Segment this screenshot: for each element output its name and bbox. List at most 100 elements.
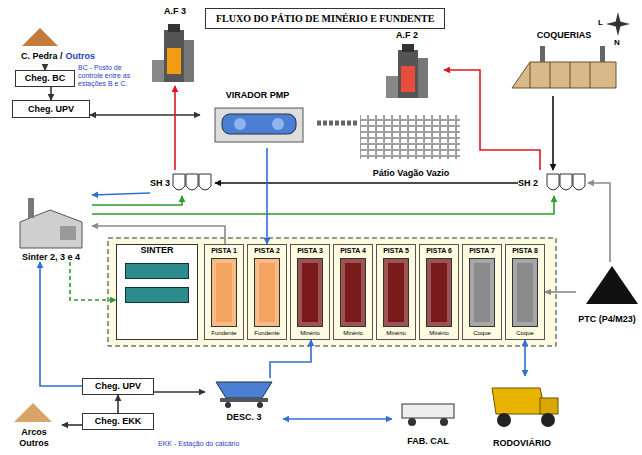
flow-connector xyxy=(92,193,150,195)
node-text: Pátio Vagão Vazio xyxy=(373,168,450,178)
flow-connector xyxy=(92,226,225,244)
sinter-pile xyxy=(125,287,189,303)
node-text: PISTA 2 xyxy=(254,247,280,255)
node-text: Cheg. EKK xyxy=(95,416,142,426)
stockpile xyxy=(426,258,452,327)
blast-furnace: A.F 3 xyxy=(140,6,210,86)
stockpile-track: PISTA 2 Fundente xyxy=(247,244,287,340)
stockpile xyxy=(383,258,409,327)
rail-track xyxy=(317,121,358,126)
node-text: SINTER xyxy=(140,245,173,255)
node-text: RODOVIÁRIO xyxy=(493,438,551,448)
note-label: L xyxy=(598,18,608,27)
flow-connector xyxy=(545,291,576,293)
node-text: PISTA 8 xyxy=(512,247,538,255)
flow-connector xyxy=(174,86,176,170)
station-box: Cheg. UPV xyxy=(12,100,90,118)
note-label: BC - Posto de controle entre as estações… xyxy=(78,64,140,88)
node-text: PTC (P4/M23) xyxy=(578,314,636,324)
node-text: Minério xyxy=(429,330,449,337)
node-text: Minério xyxy=(343,330,363,337)
node-text: SH 2 xyxy=(518,178,538,188)
node-text: Minério xyxy=(300,330,320,337)
diagram-title: FLUXO DO PÁTIO DE MINÉRIO E FUNDENTE xyxy=(205,8,445,29)
flow-connector xyxy=(444,70,540,170)
flow-connector xyxy=(154,391,205,393)
stockpile-track: PISTA 5Minério xyxy=(376,244,416,340)
node-text: A.F 2 xyxy=(396,30,418,40)
note-label: EKK - Estação do calcário xyxy=(158,440,318,448)
node-text: Outros xyxy=(66,51,96,61)
flow-connector xyxy=(283,418,392,420)
road-transport: RODOVIÁRIO xyxy=(476,376,568,448)
stockpile-track: PISTA 4 Minério xyxy=(333,244,373,340)
node-text: DESC. 3 xyxy=(226,412,261,422)
flow-connector xyxy=(90,114,200,116)
flow-connector xyxy=(50,87,52,100)
node-text: PISTA 7 xyxy=(469,247,495,255)
sinter-plant: Sinter 2, 3 e 4 xyxy=(10,192,92,262)
stockpile xyxy=(297,258,323,327)
flow-connector xyxy=(40,262,82,386)
sinter-pile xyxy=(125,263,189,279)
stockpile: PTC (P4/M23) xyxy=(576,262,638,324)
node-text: PISTA 1 xyxy=(211,247,237,255)
node-text: FAB. CAL xyxy=(407,436,449,446)
node-text: PISTA 3 xyxy=(297,247,323,255)
node-text: Coque xyxy=(516,330,534,337)
sinter-stock: SINTER xyxy=(116,244,198,340)
stockpile xyxy=(211,258,237,327)
flow-connector xyxy=(524,340,526,376)
flow-connector xyxy=(266,148,268,244)
unloader: DESC. 3 xyxy=(205,378,283,422)
station-box: Cheg. BC xyxy=(15,70,75,87)
flow-connector xyxy=(270,340,311,378)
flow-connector xyxy=(215,182,518,184)
wagon-yard: Pátio Vagão Vazio xyxy=(355,112,467,178)
node-text: Cheg. UPV xyxy=(28,104,74,114)
node-text: C. Pedra / xyxy=(21,51,63,61)
node-text: PISTA 4 xyxy=(340,247,366,255)
node-text: Minério xyxy=(386,330,406,337)
node-text: Sinter 2, 3 e 4 xyxy=(22,252,80,262)
stockpile xyxy=(512,258,538,327)
flow-connector xyxy=(62,424,82,426)
node-text: COQUERIAS xyxy=(537,30,592,40)
stockpile xyxy=(340,258,366,327)
node-text: Cheg. BC xyxy=(25,73,66,83)
bin-station: SH 2 xyxy=(518,170,588,196)
node-text: Arcos xyxy=(21,427,47,437)
node-text: Fundente xyxy=(211,330,236,337)
flow-connector xyxy=(552,96,554,170)
blast-furnace xyxy=(386,44,428,98)
node-text: A.F 3 xyxy=(164,6,186,16)
pile xyxy=(14,403,52,422)
blast-furnace xyxy=(152,24,194,82)
empty-wagon-yard xyxy=(360,115,460,159)
flow-connector xyxy=(92,196,554,214)
coke-plant: COQUERIAS xyxy=(505,30,623,96)
node-text: Coque xyxy=(473,330,491,337)
node-text: Fundente xyxy=(254,330,279,337)
flow-connector xyxy=(588,183,610,262)
node-text: Outros xyxy=(19,438,49,448)
car-dumper: VIRADOR PMP xyxy=(200,90,315,148)
blast-furnace: A.F 2 xyxy=(370,30,444,102)
flow-connector xyxy=(70,262,116,300)
lime-plant: FAB. CAL xyxy=(392,396,464,446)
compass xyxy=(606,12,630,36)
material-source: ArcosOutros xyxy=(6,402,62,448)
stockpile-track: PISTA 7 Coque xyxy=(462,244,502,340)
stockpile xyxy=(254,258,280,327)
flow-connector xyxy=(92,196,182,205)
hopper-car xyxy=(216,382,272,408)
rail-car xyxy=(402,404,454,426)
stockpile-track: PISTA 8 Coque xyxy=(505,244,545,340)
station-box: Cheg. EKK xyxy=(82,413,154,430)
stockpile xyxy=(469,258,495,327)
flow-connector xyxy=(117,395,119,413)
truck xyxy=(492,388,558,427)
material-source: C. Pedra /Outros xyxy=(8,48,108,64)
stockpile-track: PISTA 6Minério xyxy=(419,244,459,340)
note-label: N xyxy=(614,38,624,47)
